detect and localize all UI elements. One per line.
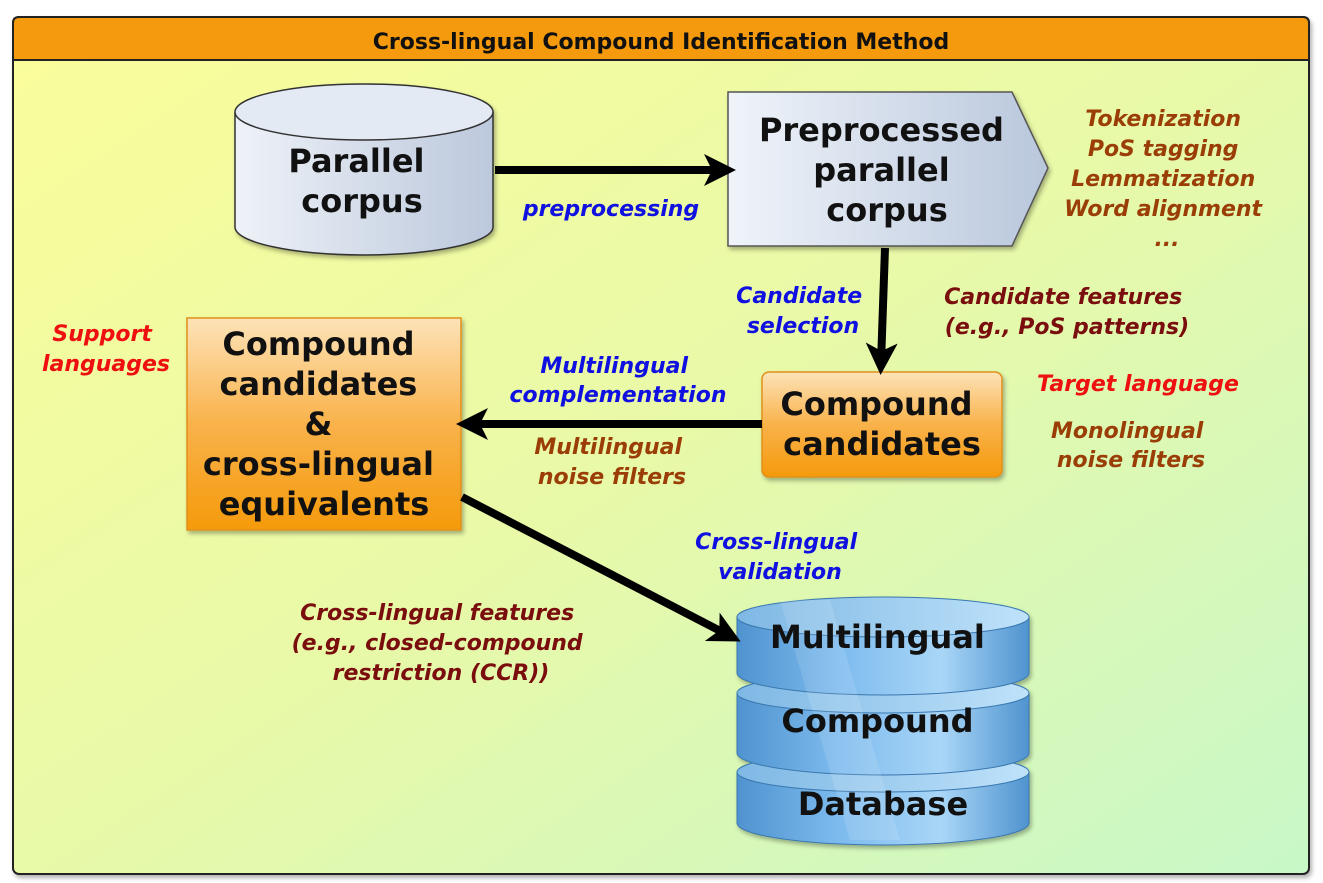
- parallel-corpus-label: Parallel corpus: [288, 142, 435, 220]
- edge-label-cross-lingual-validation: Cross-lingual validation: [695, 530, 865, 585]
- cross-lingual-features-note: Cross-lingual features (e.g., closed-com…: [292, 601, 591, 686]
- database-label: Multilingual Compound Database: [770, 618, 996, 823]
- compound-candidates-label: Compound candidates: [780, 385, 983, 463]
- candidates-equivalents-node: [186, 317, 462, 531]
- preprocessed-corpus-node: [727, 91, 1049, 247]
- arrow-cross-lingual-validation: [460, 493, 741, 642]
- candidate-features-note: Candidate features (e.g., PoS patterns): [944, 285, 1190, 340]
- target-language-note: Target language: [1037, 372, 1239, 397]
- support-languages-note: Support languages: [42, 322, 170, 377]
- database-node: [736, 596, 1030, 846]
- preprocessing-steps-list: Tokenization PoS tagging Lemmatization W…: [1064, 107, 1269, 252]
- monolingual-filters-note: Monolingual noise filters: [1051, 419, 1211, 473]
- preprocessed-corpus-label: Preprocessed parallel corpus: [759, 111, 1015, 229]
- arrow-candidate-selection: [865, 247, 898, 375]
- diagram-title: Cross-lingual Compound Identification Me…: [373, 30, 950, 55]
- edge-label-multilingual-complementation: Multilingual complementation: [510, 354, 727, 408]
- edge-label-candidate-selection: Candidate selection: [736, 284, 870, 339]
- parallel-corpus-node: [234, 83, 494, 256]
- candidates-equivalents-label: Compound candidates & cross-lingual equi…: [203, 325, 445, 523]
- multilingual-filters-note: Multilingual noise filters: [534, 435, 689, 490]
- edge-label-preprocessing: preprocessing: [522, 197, 699, 222]
- title-bar: [12, 16, 1310, 61]
